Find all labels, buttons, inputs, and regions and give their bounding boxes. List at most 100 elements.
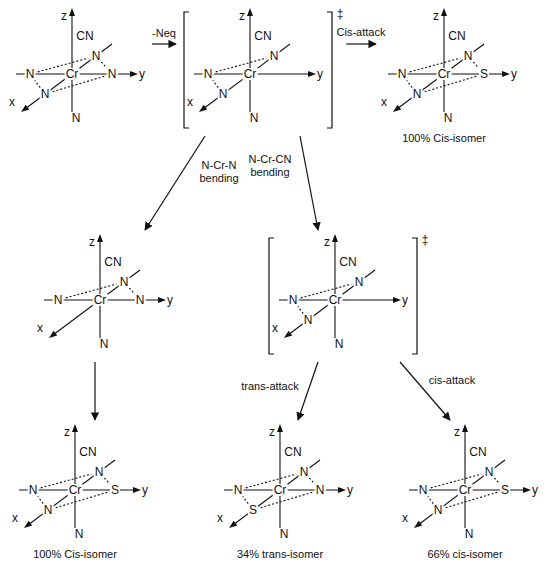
ligand-label: N — [218, 88, 229, 100]
ligand-label: CN — [283, 446, 302, 458]
ligand-label: S — [248, 504, 258, 516]
transition-state-mark: ‡ — [336, 8, 345, 20]
reaction-arrow — [300, 136, 318, 230]
ligand-label: N — [433, 504, 444, 516]
axis-arrowhead — [97, 234, 103, 242]
ligand-label: N — [203, 68, 214, 80]
ligand-label: N — [279, 528, 290, 540]
axis-arrowhead — [338, 487, 346, 493]
ligand-label: N — [397, 68, 408, 80]
metal-label: Cr — [93, 294, 108, 306]
ligand-label: N — [334, 338, 345, 350]
ligand-label: N — [288, 294, 299, 306]
ligand-label: CN — [75, 30, 94, 42]
axis-arrowhead — [332, 234, 338, 242]
complex-structure: ‡zCNNCrNyNxN — [176, 4, 346, 136]
reaction-arrow — [94, 362, 95, 420]
ligand-label: N — [418, 484, 429, 496]
axis-label: z — [323, 236, 331, 248]
ligand-label: N — [303, 314, 314, 326]
complex-structure: zCNNNCrSyxNN66% cis-isomer — [397, 420, 545, 566]
bond-line — [38, 58, 89, 72]
axis-label: y — [346, 484, 354, 496]
complex-structure: ‡zCNNCrNyxNN — [261, 230, 431, 362]
axis-arrowhead — [393, 105, 401, 112]
ligand-label: N — [25, 68, 36, 80]
arrow-label: cis-attack — [428, 374, 476, 387]
bond-line — [407, 80, 412, 87]
ligand-label: N — [74, 528, 85, 540]
axis-label: z — [238, 10, 246, 22]
bond-line — [35, 80, 40, 87]
complex-structure: zCNNNCrNyxSN34% trans-isomer — [212, 420, 360, 566]
axis-arrowhead — [393, 297, 401, 303]
bond-line — [431, 474, 482, 488]
bond-line — [298, 306, 303, 313]
bond-line — [243, 496, 248, 503]
axis-label: y — [138, 68, 146, 80]
ligand-label: N — [28, 484, 39, 496]
bond-line — [301, 284, 352, 298]
axis-label: z — [60, 10, 68, 22]
axis-arrowhead — [523, 487, 531, 493]
ligand-label: N — [43, 504, 54, 516]
axis-arrowhead — [69, 8, 75, 16]
axis-arrowhead — [21, 105, 29, 112]
axis-arrowhead — [277, 424, 283, 432]
ligand-label: N — [119, 276, 130, 288]
axis-arrowhead — [502, 71, 510, 77]
ligand-label: N — [94, 466, 105, 478]
ligand-label: CN — [78, 446, 97, 458]
axis-label: x — [271, 322, 279, 334]
ligand-label: N — [315, 484, 326, 496]
axis-arrowhead — [49, 331, 57, 338]
axis-label: z — [432, 10, 440, 22]
arrow-label: trans-attack — [240, 380, 299, 393]
metal-label: Cr — [243, 68, 258, 80]
axis-label: x — [36, 322, 44, 334]
ligand-label: CN — [103, 256, 122, 268]
ligand-label: S — [479, 68, 489, 80]
metal-label: Cr — [65, 68, 80, 80]
ligand-label: N — [443, 112, 454, 124]
axis-label: x — [401, 512, 409, 524]
ligand-label: N — [463, 50, 474, 62]
yield-caption: 100% Cis-isomer — [400, 133, 488, 144]
axis-line — [203, 44, 290, 109]
ligand-label: S — [110, 484, 120, 496]
arrow-label: -Neq — [151, 27, 177, 40]
ligand-label: N — [53, 294, 64, 306]
axis-label: y — [510, 68, 518, 80]
bond-line — [38, 496, 43, 503]
axis-line — [288, 270, 375, 335]
axis-label: y — [141, 484, 149, 496]
ligand-label: N — [99, 338, 110, 350]
ligand-label: N — [354, 276, 365, 288]
bond-line — [494, 478, 499, 484]
arrow-label: N-Cr-N bending — [195, 159, 243, 184]
reaction-arrow — [152, 43, 176, 44]
yield-caption: 100% Cis-isomer — [31, 549, 119, 560]
ligand-label: N — [91, 50, 102, 62]
bracket — [269, 238, 274, 354]
axis-line — [418, 460, 505, 525]
complex-structure: zCNNNCrSyxNN100% Cis-isomer — [7, 420, 155, 566]
axis-line — [28, 460, 115, 525]
ligand-label: CN — [338, 256, 357, 268]
complex-structure: zCNNNCrNyxNN — [4, 4, 152, 136]
axis-arrowhead — [284, 331, 292, 338]
ligand-label: N — [233, 484, 244, 496]
yield-caption: 34% trans-isomer — [235, 549, 325, 560]
axis-label: y — [166, 294, 174, 306]
axis-arrowhead — [414, 521, 422, 528]
ligand-label: N — [40, 88, 51, 100]
reaction-arrow — [400, 362, 450, 420]
bond-line — [216, 58, 267, 72]
axis-label: x — [216, 512, 224, 524]
reaction-arrow — [346, 43, 376, 44]
axis-line — [397, 44, 484, 109]
arrow-label: N-Cr-CN bending — [243, 153, 297, 178]
bond-line — [66, 284, 117, 298]
ligand-label: N — [484, 466, 495, 478]
